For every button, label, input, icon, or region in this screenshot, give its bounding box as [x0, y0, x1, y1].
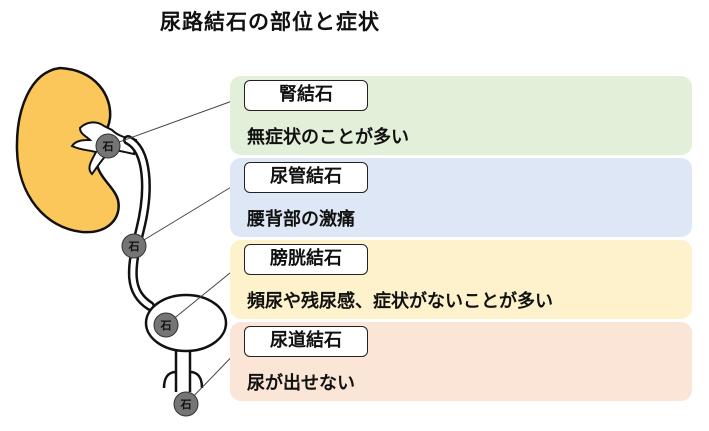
- stone-bladder: 石: [153, 312, 179, 338]
- tag-kidney-stone: 腎結石: [244, 80, 368, 111]
- urethra-arc-right: [189, 370, 204, 389]
- urethra-arc-left: [162, 370, 177, 389]
- leader-line-ureter: [133, 177, 247, 247]
- panel-bladder-stone: 膀胱結石 頻尿や残尿感、症状がないことが多い: [230, 240, 692, 319]
- stone-label: 石: [160, 319, 172, 332]
- kidney-shape: [15, 66, 120, 234]
- tag-ureter-stone: 尿管結石: [244, 162, 368, 193]
- desc-kidney-stone: 無症状のことが多い: [247, 127, 409, 148]
- leader-line-kidney: [107, 95, 247, 147]
- stone-label: 石: [180, 398, 192, 411]
- tag-urethra-stone: 尿道結石: [244, 326, 368, 357]
- desc-ureter-stone: 腰背部の激痛: [247, 209, 355, 230]
- tag-bladder-stone: 膀胱結石: [244, 244, 368, 275]
- stone-ureter: 石: [121, 233, 147, 259]
- diagram-title: 尿路結石の部位と症状: [160, 10, 380, 34]
- stone-label: 石: [102, 140, 114, 153]
- panel-urethra-stone: 尿道結石 尿が出せない: [230, 322, 692, 401]
- panel-ureter-stone: 尿管結石 腰背部の激痛: [230, 158, 692, 237]
- stone-urethra: 石: [173, 391, 199, 417]
- stone-kidney: 石: [95, 133, 121, 159]
- stone-label: 石: [128, 240, 140, 253]
- ureter-inner: [125, 137, 153, 309]
- desc-bladder-stone: 頻尿や残尿感、症状がないことが多い: [247, 291, 553, 312]
- desc-urethra-stone: 尿が出せない: [247, 373, 355, 394]
- panel-kidney-stone: 腎結石 無症状のことが多い: [230, 76, 692, 155]
